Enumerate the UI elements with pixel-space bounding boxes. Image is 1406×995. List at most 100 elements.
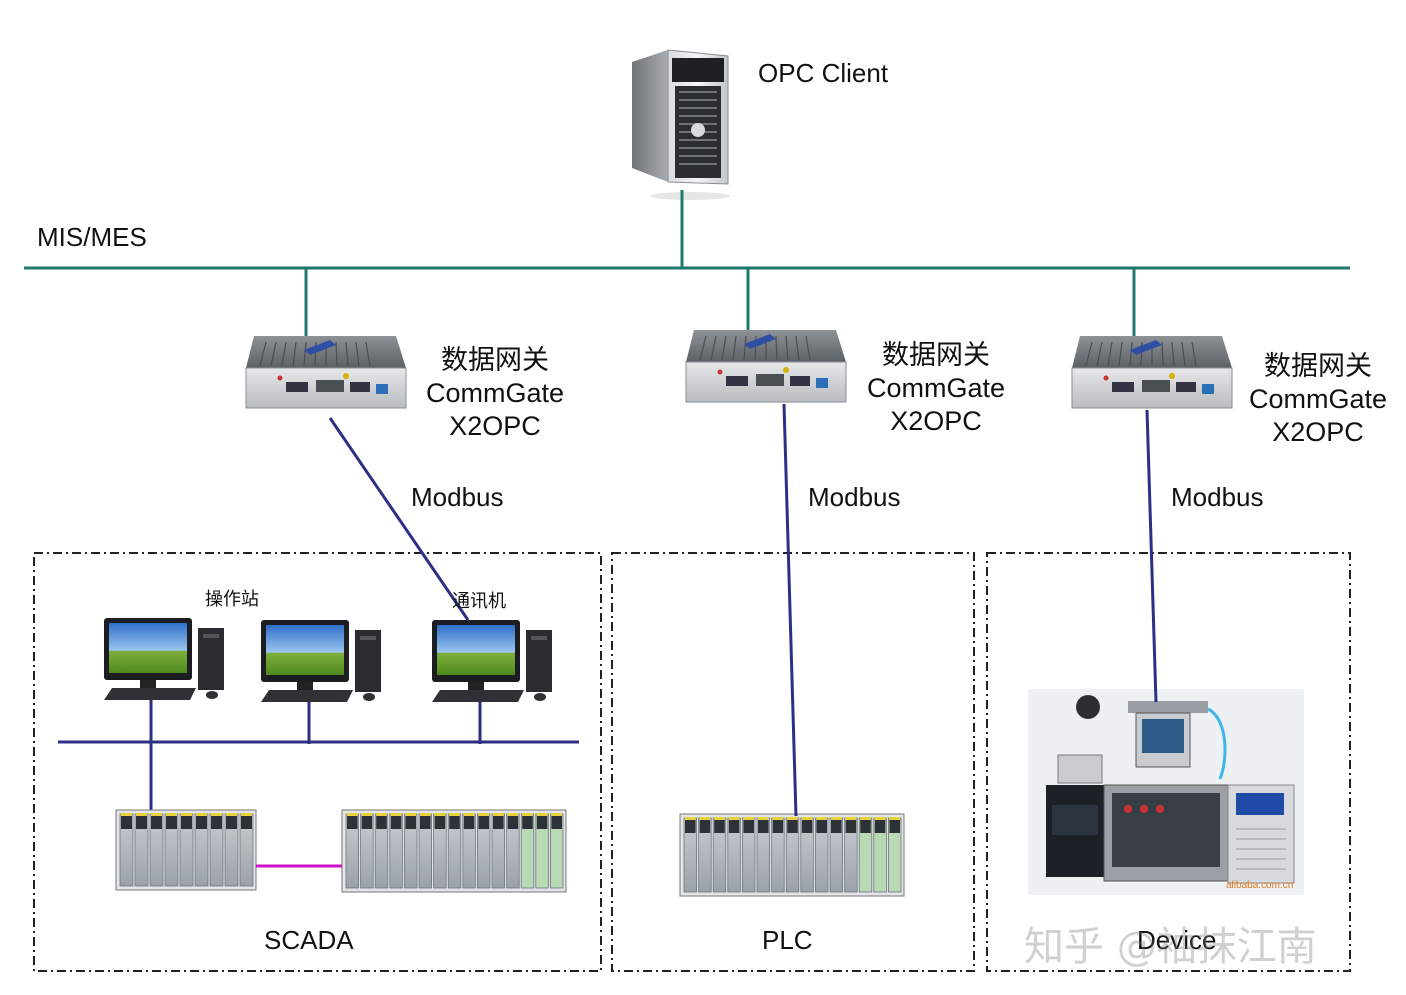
- operator-station-label: 操作站: [205, 589, 259, 610]
- rack-module-header: [801, 819, 813, 833]
- device-vendor-mark: alibaba.com.cn: [1226, 880, 1294, 891]
- rack-module-header: [772, 819, 784, 833]
- rack-module-status-bar: [390, 813, 402, 816]
- rack-module-header: [405, 815, 416, 829]
- rack-module-header: [211, 815, 222, 829]
- rack-module-header: [699, 819, 711, 833]
- rack-module-status-bar: [136, 813, 147, 816]
- rack-module-status-bar: [151, 813, 162, 816]
- rack-module-header: [420, 815, 431, 829]
- rack-module-status-bar: [449, 813, 460, 816]
- scada-lan: [58, 700, 579, 830]
- rack-module-header: [714, 819, 725, 833]
- rack-module-header: [449, 815, 460, 829]
- gateway-1-product-name: CommGate: [425, 378, 565, 408]
- rack-module-header: [551, 815, 562, 829]
- modbus-line-3: [1145, 409, 1158, 703]
- workstation-icon-2: [261, 620, 381, 702]
- rack-module-status-bar: [874, 817, 886, 820]
- rack-module-status-bar: [889, 817, 900, 820]
- rack-module-status-bar: [743, 817, 754, 820]
- rack-module-status-bar: [478, 813, 489, 816]
- rack-module-status-bar: [536, 813, 548, 816]
- rack-module-header: [478, 815, 489, 829]
- gateway-3-cn-name: 数据网关: [1264, 351, 1372, 381]
- rack-module-status-bar: [181, 813, 192, 816]
- comm-computer-label: 通讯机: [452, 591, 506, 612]
- rack-module-status-bar: [376, 813, 387, 816]
- rack-module-status-bar: [166, 813, 177, 816]
- rack-module-status-bar: [121, 813, 132, 816]
- rack-module-header: [860, 819, 871, 833]
- rack-module-header: [507, 815, 519, 829]
- rack-module-status-bar: [405, 813, 416, 816]
- rack-module-header: [166, 815, 177, 829]
- rack-module-status-bar: [816, 817, 827, 820]
- modbus-label-3: Modbus: [1171, 482, 1264, 512]
- rack-module-status-bar: [493, 813, 504, 816]
- rack-module-header: [151, 815, 162, 829]
- rack-module-status-bar: [211, 813, 222, 816]
- rack-module-header: [376, 815, 387, 829]
- rack-module-status-bar: [845, 817, 857, 820]
- modbus-label-2: Modbus: [808, 482, 901, 512]
- device-zone-box: [986, 552, 1351, 972]
- rack-module-header: [845, 819, 857, 833]
- plc-rack-icon: [679, 813, 905, 897]
- rack-module-status-bar: [196, 813, 207, 816]
- rack-module-header: [728, 819, 740, 833]
- gateway-2-model: X2OPC: [890, 406, 982, 436]
- rack-module-header: [226, 815, 237, 829]
- rack-module-status-bar: [507, 813, 519, 816]
- rack-module-header: [434, 815, 446, 829]
- rack-module-header: [522, 815, 533, 829]
- scada-controller-rack-icon: [115, 809, 257, 891]
- gateway-device-icon-1: [245, 336, 407, 409]
- rack-module-header: [874, 819, 886, 833]
- rack-module-status-bar: [463, 813, 475, 816]
- modbus-links: [328, 403, 1158, 817]
- rack-module-header: [347, 815, 358, 829]
- modbus-line-2: [782, 403, 798, 817]
- plc-zone-box: [611, 552, 975, 972]
- server-icon: [632, 49, 730, 200]
- gateway-label-2: 数据网关 CommGate X2OPC: [853, 339, 1019, 438]
- rack-module-header: [121, 815, 132, 829]
- rack-module-header: [758, 819, 769, 833]
- rack-module-status-bar: [434, 813, 446, 816]
- rack-module-status-bar: [420, 813, 431, 816]
- rack-module-header: [196, 815, 207, 829]
- rack-module-header: [743, 819, 754, 833]
- rack-module-header: [463, 815, 475, 829]
- rack-module-header: [241, 815, 252, 829]
- rack-module-header: [889, 819, 900, 833]
- rack-module-status-bar: [361, 813, 373, 816]
- gateway-2-product-name: CommGate: [866, 373, 1006, 403]
- gateway-device-icon-2: [685, 330, 847, 403]
- rack-module-header: [536, 815, 548, 829]
- rack-module-status-bar: [714, 817, 725, 820]
- plc-label: PLC: [762, 925, 813, 955]
- rack-module-status-bar: [685, 817, 696, 820]
- rack-module-status-bar: [241, 813, 252, 816]
- rack-module-status-bar: [347, 813, 358, 816]
- scada-io-rack-icon: [341, 809, 567, 893]
- comm-computer-icon: [432, 620, 552, 702]
- rack-module-header: [685, 819, 696, 833]
- workstation-icon-1: [104, 618, 224, 700]
- opc-client-label: OPC Client: [758, 58, 889, 88]
- rack-module-status-bar: [860, 817, 871, 820]
- scada-label: SCADA: [264, 925, 354, 955]
- gateway-3-model: X2OPC: [1272, 417, 1364, 447]
- rack-module-header: [831, 819, 842, 833]
- rack-module-status-bar: [551, 813, 562, 816]
- mis-mes-label: MIS/MES: [37, 222, 147, 252]
- rack-module-header: [787, 819, 798, 833]
- rack-module-status-bar: [699, 817, 711, 820]
- rack-module-header: [181, 815, 192, 829]
- gateway-label-1: 数据网关 CommGate X2OPC: [412, 344, 578, 443]
- gateway-label-3: 数据网关 CommGate X2OPC: [1235, 350, 1401, 449]
- rack-module-status-bar: [831, 817, 842, 820]
- rack-module-status-bar: [226, 813, 237, 816]
- rack-module-header: [816, 819, 827, 833]
